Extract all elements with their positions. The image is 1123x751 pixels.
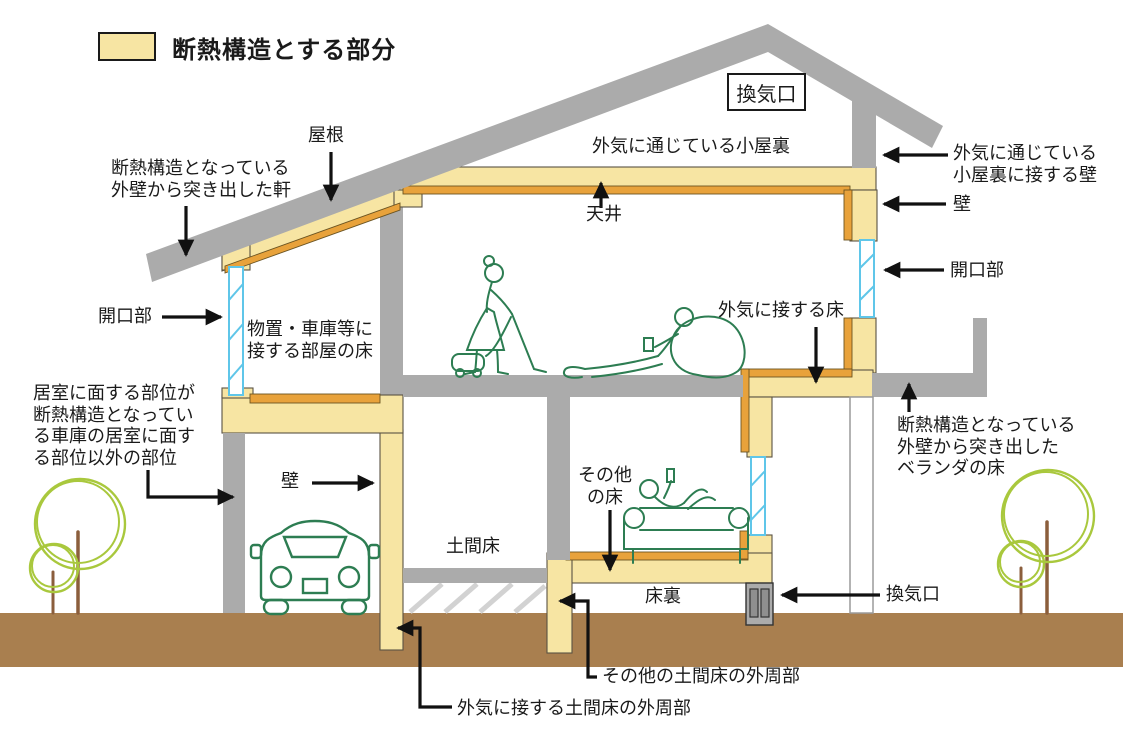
person-reading-icon bbox=[562, 307, 746, 379]
label-wall-right: 壁 bbox=[953, 194, 971, 214]
windows bbox=[228, 239, 875, 536]
vent-block bbox=[745, 582, 774, 626]
second-floor-slab bbox=[403, 375, 743, 397]
label-vent-bottom: 換気口 bbox=[886, 584, 940, 604]
label-floor-outside-air: 外気に接する床 bbox=[718, 300, 844, 320]
roof-right-slope bbox=[768, 24, 943, 148]
label-under-floor: 床裏 bbox=[645, 586, 681, 606]
car-icon bbox=[249, 519, 381, 616]
label-doma-floor: 土間床 bbox=[446, 536, 500, 556]
label-storage-room-floor: 物置・車庫等に 接する部屋の床 bbox=[247, 319, 373, 361]
insulation-wall-right-upper bbox=[849, 189, 878, 242]
label-opening-right: 開口部 bbox=[950, 260, 1004, 280]
label-eaves: 断熱構造となっている 外壁から突き出した軒 bbox=[111, 158, 291, 200]
structure-gray bbox=[146, 24, 987, 613]
label-veranda-floor: 断熱構造となっている 外壁から突き出した ベランダの床 bbox=[897, 415, 1076, 479]
roof-left-slope bbox=[146, 24, 768, 282]
arrow-outside-doma-perimeter bbox=[396, 619, 452, 709]
legend-title: 断熱構造とする部分 bbox=[172, 37, 397, 64]
doma-slab bbox=[403, 568, 547, 583]
tree-right-icon bbox=[996, 468, 1096, 615]
label-ceiling: 天井 bbox=[586, 204, 622, 224]
insulation-facing-lines bbox=[224, 185, 853, 561]
label-garage-note: 居室に面する部位が 断熱構造となってい る車庫の居室に面す る部位以外の部位 bbox=[33, 383, 195, 468]
sofa-icon bbox=[623, 468, 750, 564]
label-roof: 屋根 bbox=[308, 125, 344, 145]
balcony-floor bbox=[872, 318, 987, 397]
insulation-garage-wall bbox=[379, 429, 404, 651]
arrow-garage-note bbox=[146, 470, 235, 506]
label-attic: 外気に通じている小屋裏 bbox=[592, 136, 790, 156]
annotation-arrows bbox=[146, 146, 948, 709]
label-wall-garage: 壁 bbox=[281, 471, 299, 491]
garage-left-wall bbox=[223, 433, 245, 613]
label-opening-left: 開口部 bbox=[98, 306, 152, 326]
tree-left-icon bbox=[28, 477, 127, 615]
wall-below-balcony bbox=[849, 396, 874, 614]
vent-top-label: 換気口 bbox=[727, 73, 806, 111]
arrow-other-doma-perimeter bbox=[558, 592, 597, 679]
wall-1f-middle bbox=[547, 397, 570, 560]
person-vacuuming-icon bbox=[451, 255, 547, 378]
window-right-2f-icon bbox=[859, 239, 875, 318]
legend-insulation-swatch bbox=[98, 32, 156, 61]
insulation-doma-perimeter-inner bbox=[546, 552, 573, 654]
insulation-wall-right-lower bbox=[849, 317, 877, 374]
label-outside-doma-perimeter: 外気に接する土間床の外周部 bbox=[457, 698, 691, 718]
foundation-hatch bbox=[408, 582, 547, 614]
label-other-floor: その他 の床 bbox=[578, 465, 632, 507]
label-attic-wall: 外気に通じている 小屋裏に接する壁 bbox=[953, 143, 1097, 185]
window-right-1f-icon bbox=[750, 456, 766, 536]
window-left-icon bbox=[228, 266, 244, 396]
label-other-doma-perimeter: その他の土間床の外周部 bbox=[602, 666, 800, 686]
wall-2f-divider bbox=[380, 193, 403, 397]
